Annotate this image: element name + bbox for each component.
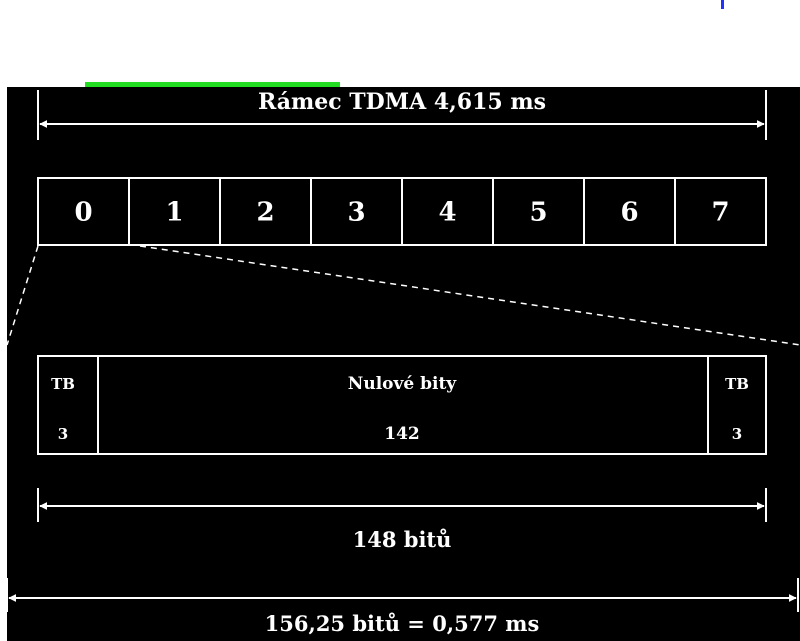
tail-bits-left-count: 3 [58, 425, 68, 443]
tail-bits-left-label: TB [51, 375, 75, 393]
diagram-background [7, 87, 800, 641]
accent-bar [85, 82, 340, 87]
normal-burst: TB 3 Nulové bity 142 TB 3 [37, 355, 767, 455]
frame-duration-dimension: Rámec TDMA 4,615 ms [37, 89, 767, 140]
burst-length-label: 148 bitů [353, 527, 452, 552]
slot-length-dimension: 156,25 bitů = 0,577 ms [6, 578, 799, 636]
time-slot-number: 1 [165, 198, 183, 228]
frame-duration-label: Rámec TDMA 4,615 ms [258, 89, 546, 115]
time-slot-box [674, 177, 767, 246]
tail-bits-right-count: 3 [732, 425, 742, 443]
zoom-indicator-lines [6, 245, 800, 346]
tail-bits-right-label: TB [725, 375, 749, 393]
burst-length-dimension: 148 bitů [37, 488, 767, 552]
time-slot-number: 7 [711, 198, 729, 228]
time-slot-number: 6 [620, 198, 638, 228]
zoom-line-right [139, 245, 800, 346]
time-slot-row: 0 1 2 3 4 5 6 7 [37, 177, 767, 246]
time-slot-number: 0 [74, 198, 92, 228]
time-slot-7: 7 [674, 177, 767, 246]
null-bits-label: Nulové bity [348, 374, 458, 394]
time-slot-number: 2 [256, 198, 274, 228]
time-slot-number: 4 [438, 198, 456, 228]
null-bits-count: 142 [384, 424, 420, 444]
time-slot-number: 5 [529, 198, 547, 228]
burst-outline [37, 355, 767, 455]
slot-length-label: 156,25 bitů = 0,577 ms [265, 611, 540, 636]
time-slot-number: 3 [347, 198, 365, 228]
corner-mark [721, 0, 724, 9]
